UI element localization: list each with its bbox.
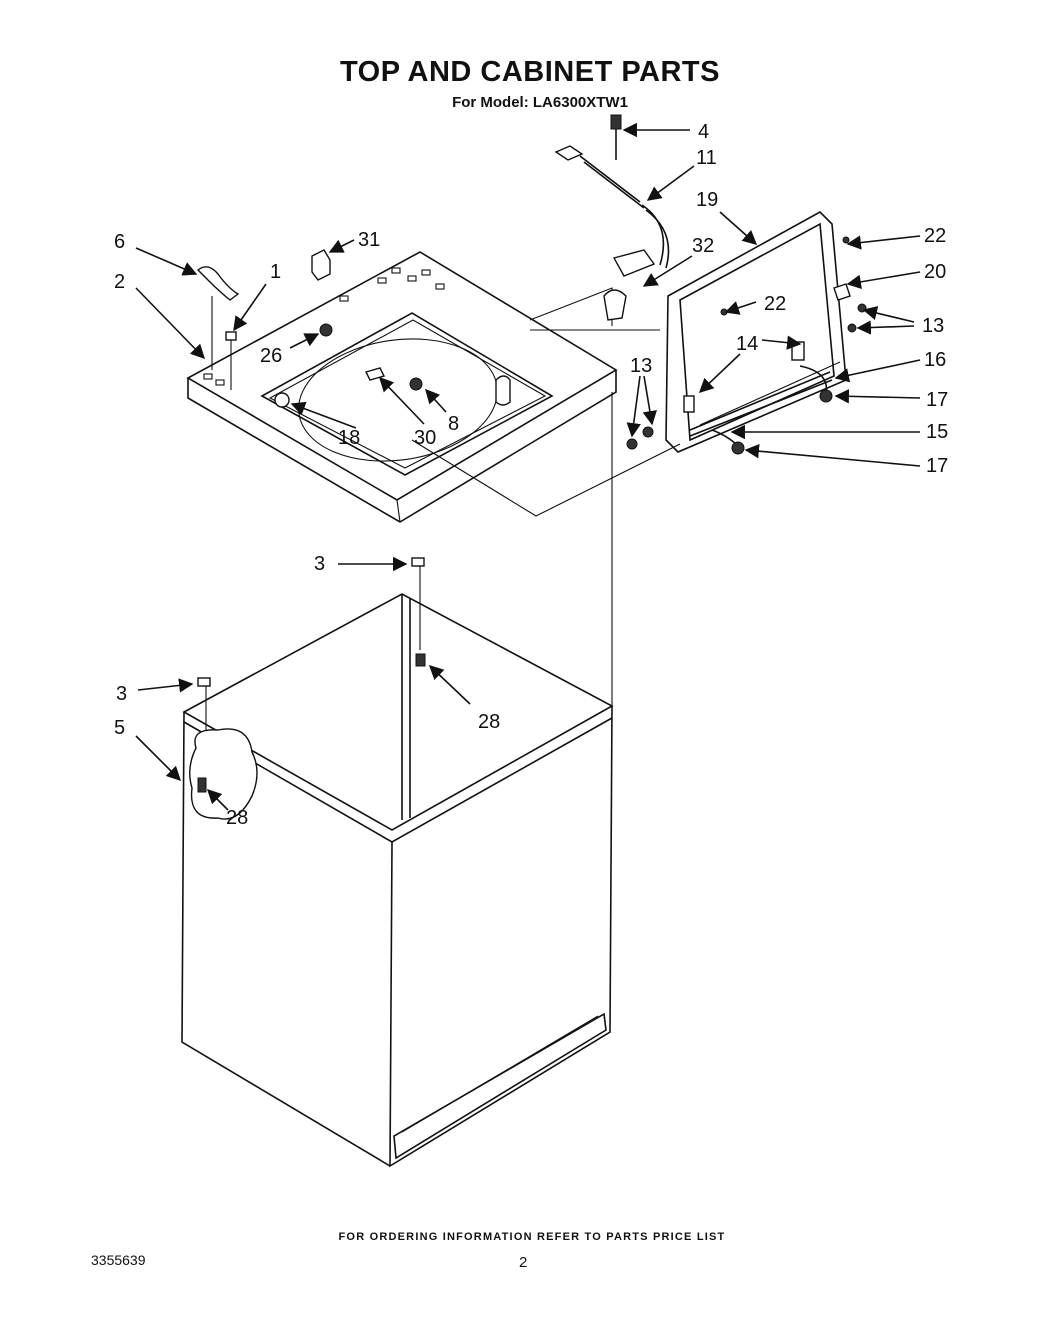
callout-28-left: 28 <box>226 807 248 829</box>
part-26-grommet <box>319 323 333 337</box>
callout-5: 5 <box>114 717 125 739</box>
callout-31: 31 <box>358 229 380 251</box>
callout-4: 4 <box>698 121 709 143</box>
callout-8: 8 <box>448 413 459 435</box>
washer-cabinet <box>181 392 614 1168</box>
callout-19: 19 <box>696 189 718 211</box>
callout-22-top: 22 <box>924 225 946 247</box>
washer-lid <box>626 211 867 455</box>
callout-labels: 4 11 19 22 32 20 22 13 14 16 13 17 15 17… <box>114 121 948 829</box>
callout-14: 14 <box>736 333 758 355</box>
callout-13-right: 13 <box>922 315 944 337</box>
callout-1: 1 <box>270 261 281 283</box>
callout-22-mid: 22 <box>764 293 786 315</box>
page-number: 2 <box>519 1254 528 1271</box>
callout-15: 15 <box>926 421 948 443</box>
callout-32: 32 <box>692 235 714 257</box>
part-8-nut <box>409 377 423 391</box>
washer-top-panel <box>186 251 618 523</box>
model-subtitle: For Model: LA6300XTW1 <box>452 94 628 111</box>
part-18-bumper <box>274 392 290 408</box>
callout-16: 16 <box>924 349 946 371</box>
callout-3-top: 3 <box>314 553 325 575</box>
document-number: 3355639 <box>91 1252 146 1268</box>
part-1-bracket <box>225 331 237 341</box>
part-4-screw <box>610 114 622 160</box>
part-32-lid-switch <box>603 249 656 321</box>
callout-18: 18 <box>338 427 360 449</box>
callout-26: 26 <box>260 345 282 367</box>
leader-lines <box>135 122 921 811</box>
callout-17-top: 17 <box>926 389 948 411</box>
callout-28-right: 28 <box>478 711 500 733</box>
callout-13-left: 13 <box>630 355 652 377</box>
callout-2: 2 <box>114 271 125 293</box>
callout-11: 11 <box>696 147 717 169</box>
part-31-clip <box>311 249 331 281</box>
ordering-info-note: FOR ORDERING INFORMATION REFER TO PARTS … <box>338 1231 726 1243</box>
callout-30: 30 <box>414 427 436 449</box>
part-30-fastener <box>364 367 386 381</box>
callout-3-left: 3 <box>116 683 127 705</box>
part-11-lid-switch-harness <box>554 145 670 269</box>
page-title: TOP AND CABINET PARTS <box>339 56 720 88</box>
callout-6: 6 <box>114 231 125 253</box>
callout-20: 20 <box>924 261 946 283</box>
callout-17-bottom: 17 <box>926 455 948 477</box>
part-6-hinge <box>196 266 240 301</box>
